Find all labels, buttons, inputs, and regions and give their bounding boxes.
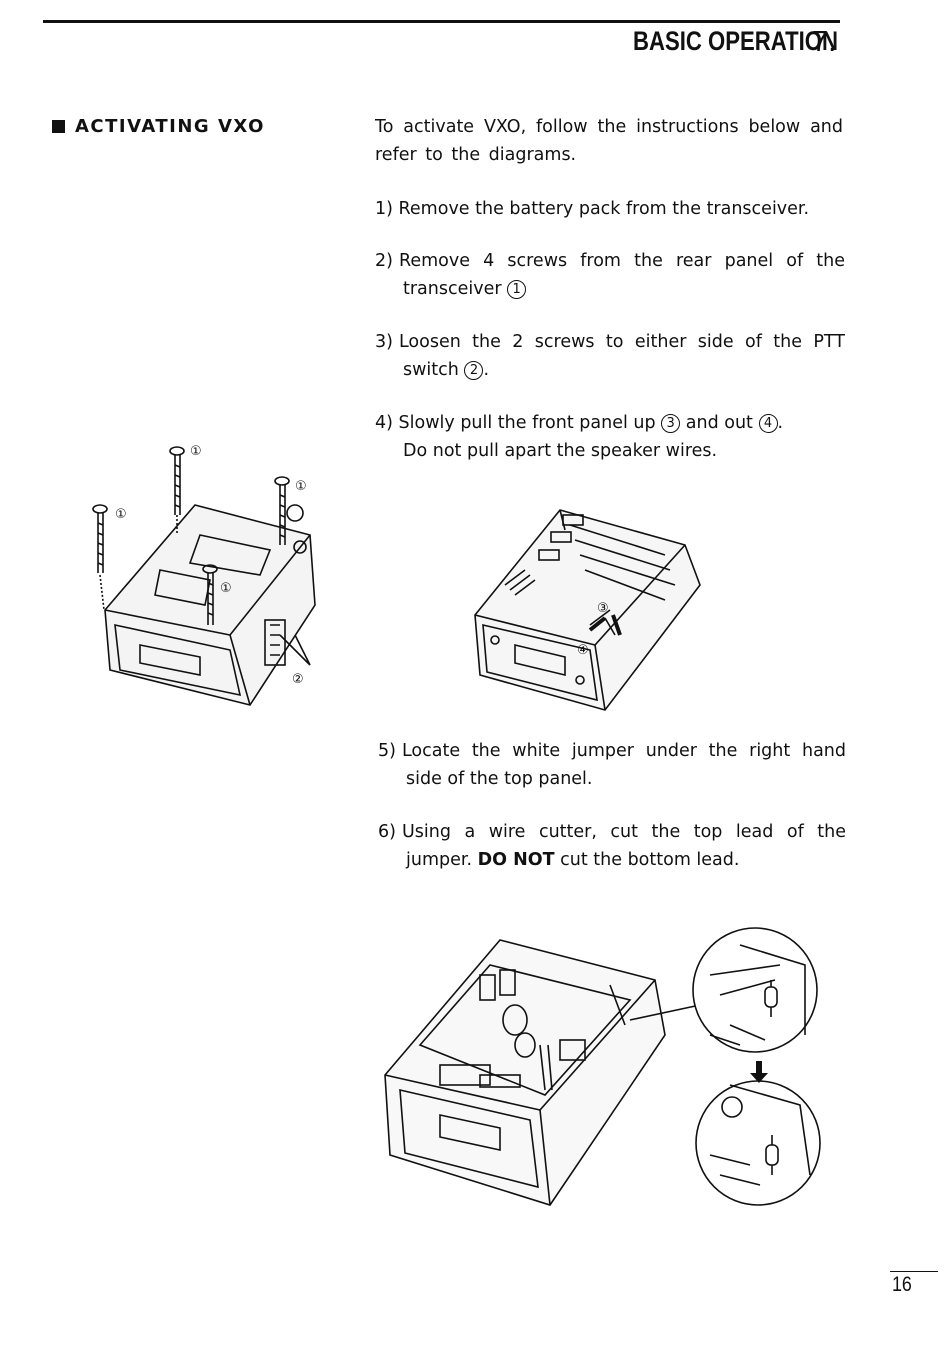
screw xyxy=(169,446,185,535)
step-text-cont: jumper. xyxy=(406,850,473,870)
step-text-cont: side of the top panel. xyxy=(406,769,593,789)
step-number: 2) xyxy=(375,251,393,271)
callout-marker: 4 xyxy=(758,414,778,433)
step-number: 1) xyxy=(375,199,393,219)
punct: . xyxy=(483,360,490,380)
figure-screw-removal: ① ① ① ① ② xyxy=(92,444,316,706)
step-number: 5) xyxy=(378,741,396,761)
screw xyxy=(92,504,108,611)
step-text: Locate the white jumper under the right … xyxy=(401,741,846,761)
step-1: 1) Remove the battery pack from the tran… xyxy=(375,195,845,223)
step-4: 4) Slowly pull the front panel up 3 and … xyxy=(375,409,845,465)
step-text: Loosen the 2 screws to either side of th… xyxy=(398,332,845,352)
intro-paragraph: To activate VXO, follow the instructions… xyxy=(375,117,843,165)
step-text-cont: cut the bottom lead. xyxy=(560,850,740,870)
step-3: 3) Loosen the 2 screws to either side of… xyxy=(375,328,845,384)
screw xyxy=(274,476,290,545)
callout-marker: 1 xyxy=(507,280,527,299)
callout-marker: 2 xyxy=(464,361,484,380)
page-number: 16 xyxy=(892,1273,912,1296)
step-number: 4) xyxy=(375,413,393,433)
punct: . xyxy=(777,413,784,433)
step-text-emphasis: DO NOT xyxy=(477,850,555,870)
step-text-cont: switch xyxy=(403,360,459,380)
step-2: 2) Remove 4 screws from the rear panel o… xyxy=(375,247,845,303)
step-text: Remove the battery pack from the transce… xyxy=(398,199,810,219)
callout-label: ① xyxy=(190,444,202,459)
callout-label: ① xyxy=(220,581,232,596)
step-text: Using a wire cutter, cut the top lead of… xyxy=(401,822,846,842)
step-number: 6) xyxy=(378,822,396,842)
step-text-cont: transceiver xyxy=(403,279,502,299)
step-text-cont: Do not pull apart the speaker wires. xyxy=(403,441,718,461)
figure-jumper-cut xyxy=(384,927,821,1206)
step-text: Remove 4 screws from the rear panel of t… xyxy=(398,251,845,271)
step-text: Slowly pull the front panel up xyxy=(398,413,656,433)
step-6: 6) Using a wire cutter, cut the top lead… xyxy=(378,818,846,874)
callout-marker: 3 xyxy=(661,414,681,433)
step-5: 5) Locate the white jumper under the rig… xyxy=(378,737,846,793)
page-number-rule xyxy=(890,1271,938,1272)
bullet-square xyxy=(52,120,65,133)
callout-label: ③ xyxy=(597,601,609,616)
screw xyxy=(202,564,218,625)
callout-label: ① xyxy=(115,507,127,522)
chapter-title: BASIC OPERATION xyxy=(632,26,838,56)
callout-label: ① xyxy=(295,479,307,494)
callout-label: ④ xyxy=(577,643,589,658)
callout-label: ② xyxy=(292,672,304,687)
chapter-number: 7. xyxy=(812,26,837,58)
figure-front-panel: ③ ④ xyxy=(474,509,701,711)
section-heading: ACTIVATING VXO xyxy=(52,116,265,137)
step-text-mid: and out xyxy=(685,413,753,433)
section-heading-text: ACTIVATING VXO xyxy=(75,116,265,137)
header-rule xyxy=(43,20,840,23)
step-number: 3) xyxy=(375,332,393,352)
